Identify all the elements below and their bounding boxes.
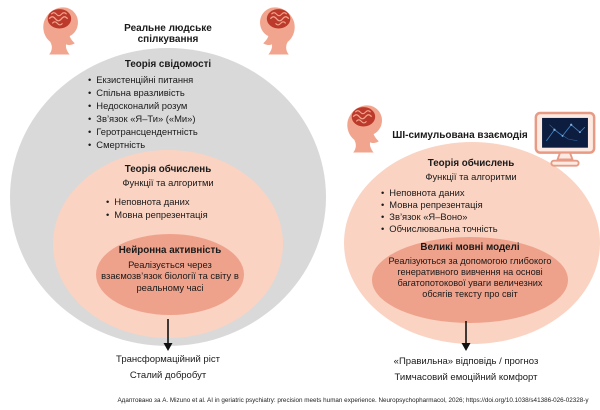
- list-item: Зв’язок «Я–Воно»: [381, 211, 498, 223]
- bullet-text: Мовна репрезентація: [389, 199, 483, 210]
- list-item: Геротрансцендентність: [88, 126, 198, 139]
- bullet-text: Недосконалий розум: [96, 100, 188, 111]
- list-item: Мовна репрезентація: [106, 209, 208, 222]
- citation-text: Адаптовано за A. Mizuno et al. AI in ger…: [117, 397, 589, 404]
- left-outcome-1: Трансформаційний ріст: [116, 354, 220, 365]
- left-inner-title: Нейронна активність: [118, 245, 222, 256]
- list-item: Спільна вразливість: [88, 87, 198, 100]
- left-middle-title: Теорія обчислень: [124, 164, 212, 175]
- bullet-text: Зв’язок «Я–Ти» («Ми»): [96, 113, 196, 124]
- human-head-icon-left: [40, 3, 86, 55]
- list-item: Недосконалий розум: [88, 100, 198, 113]
- right-inner-text: Реалізуються за допомогою глибокого гене…: [388, 256, 552, 299]
- left-group-title: Реальне людське спілкування: [124, 23, 212, 45]
- bullet-text: Геротрансцендентність: [96, 126, 198, 137]
- right-outer-subtitle: Функції та алгоритми: [425, 171, 517, 182]
- left-inner-ellipse: [96, 234, 244, 315]
- human-head-icon-right: [252, 3, 298, 55]
- list-item: Смертність: [88, 139, 198, 152]
- left-middle-subtitle: Функції та алгоритми: [122, 177, 214, 188]
- left-outcome-2: Сталий добробут: [129, 370, 207, 381]
- monitor-icon: [534, 111, 596, 167]
- list-item: Екзистенційні питання: [88, 74, 198, 87]
- list-item: Неповнота даних: [106, 196, 208, 209]
- right-outer-title: Теорія обчислень: [427, 158, 515, 169]
- bullet-text: Смертність: [96, 139, 146, 150]
- bullet-text: Мовна репрезентація: [114, 209, 208, 220]
- list-item: Мовна репрезентація: [381, 199, 498, 211]
- bullet-text: Обчислювальна точність: [389, 223, 498, 234]
- bullet-text: Неповнота даних: [389, 187, 465, 198]
- list-item: Неповнота даних: [381, 187, 498, 199]
- left-inner-text: Реалізується через взаємозв’язок біологі…: [101, 259, 239, 293]
- list-item: Зв’язок «Я–Ти» («Ми»): [88, 113, 198, 126]
- right-down-arrow-icon: [460, 321, 472, 351]
- bullet-text: Неповнота даних: [114, 196, 190, 207]
- bullet-text: Екзистенційні питання: [96, 74, 194, 85]
- right-inner-title: Великі мовні моделі: [420, 242, 520, 253]
- left-outer-title: Теорія свідомості: [124, 59, 212, 70]
- left-middle-bullets: Неповнота даних Мовна репрезентація: [106, 196, 208, 222]
- right-outcome-2: Тимчасовий емоційний комфорт: [394, 372, 538, 383]
- bullet-text: Спільна вразливість: [96, 87, 185, 98]
- left-down-arrow-icon: [162, 319, 174, 351]
- left-outer-bullets: Екзистенційні питання Спільна вразливіст…: [88, 74, 198, 152]
- right-group-title: ШІ-симульована взаємодія: [392, 130, 528, 141]
- human-head-icon-ai: [344, 101, 390, 153]
- list-item: Обчислювальна точність: [381, 223, 498, 235]
- right-inner-ellipse: [372, 237, 568, 323]
- right-outcome-1: «Правильна» відповідь / прогноз: [393, 356, 539, 367]
- bullet-text: Зв’язок «Я–Воно»: [389, 211, 468, 222]
- right-outer-bullets: Неповнота даних Мовна репрезентація Зв’я…: [381, 187, 498, 235]
